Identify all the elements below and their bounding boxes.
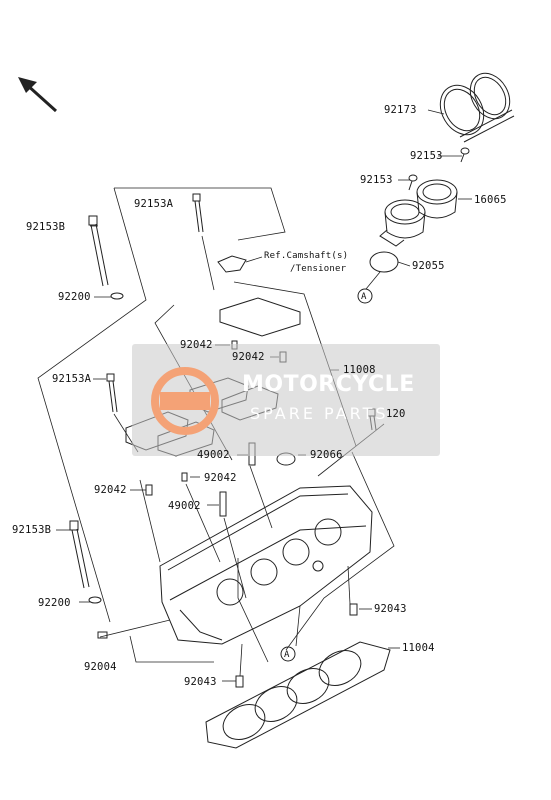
o-ring-part	[369, 251, 399, 273]
part-label-92153a: 92153A	[52, 373, 92, 385]
part-label-92042: 92042	[204, 472, 237, 484]
watermark: MOTORCYCLE SPARE PARTS	[132, 344, 440, 456]
part-label-11008: 11008	[343, 364, 376, 376]
direction-arrow-icon	[18, 77, 58, 113]
ref-camshaft-label: Ref.Camshaft(s)	[264, 251, 349, 261]
part-label-92173: 92173	[384, 104, 417, 116]
part-label-92153b: 92153B	[12, 524, 52, 536]
part-label-92200: 92200	[38, 597, 71, 609]
tensioner-bracket-part	[217, 255, 247, 273]
part-label-92043: 92043	[374, 603, 407, 615]
washer-part	[110, 292, 124, 300]
bolt-part	[88, 215, 109, 287]
clamp-part	[439, 72, 515, 143]
part-label-92042: 92042	[94, 484, 127, 496]
stud-part	[97, 631, 108, 639]
cylinder-head-part	[159, 485, 373, 645]
bolt-part	[192, 193, 204, 233]
part-label-92153: 92153	[360, 174, 393, 186]
head-gasket-part	[205, 641, 391, 749]
part-label-49002: 49002	[168, 500, 201, 512]
part-label-92042: 92042	[232, 351, 265, 363]
washer-part	[88, 596, 102, 604]
callout-a-label: A	[361, 292, 367, 302]
watermark-title: MOTORCYCLE	[242, 372, 415, 397]
part-label-92153a: 92153A	[134, 198, 174, 210]
bolt-part	[106, 373, 118, 413]
callout-a-icon	[357, 288, 373, 304]
part-label-92042: 92042	[180, 339, 213, 351]
watermark-logo-icon	[151, 367, 219, 435]
watermark-subtitle: SPARE PARTS	[250, 404, 389, 423]
intake-holder-part	[379, 179, 458, 247]
bolt-part	[69, 520, 90, 589]
part-label-92200: 92200	[58, 291, 91, 303]
part-label-92153b: 92153B	[26, 221, 66, 233]
part-label-92055: 92055	[412, 260, 445, 272]
part-label-92153: 92153	[410, 150, 443, 162]
screw-part	[408, 147, 470, 191]
part-label-92066: 92066	[310, 449, 343, 461]
ref-tensioner-label: /Tensioner	[290, 264, 347, 274]
part-label-11004: 11004	[402, 642, 435, 654]
part-label-16065: 16065	[474, 194, 507, 206]
callout-a-label: A	[284, 650, 290, 660]
part-label-92004: 92004	[84, 661, 117, 673]
part-label-120: 120	[386, 408, 406, 420]
part-label-49002: 49002	[197, 449, 230, 461]
part-label-92043: 92043	[184, 676, 217, 688]
